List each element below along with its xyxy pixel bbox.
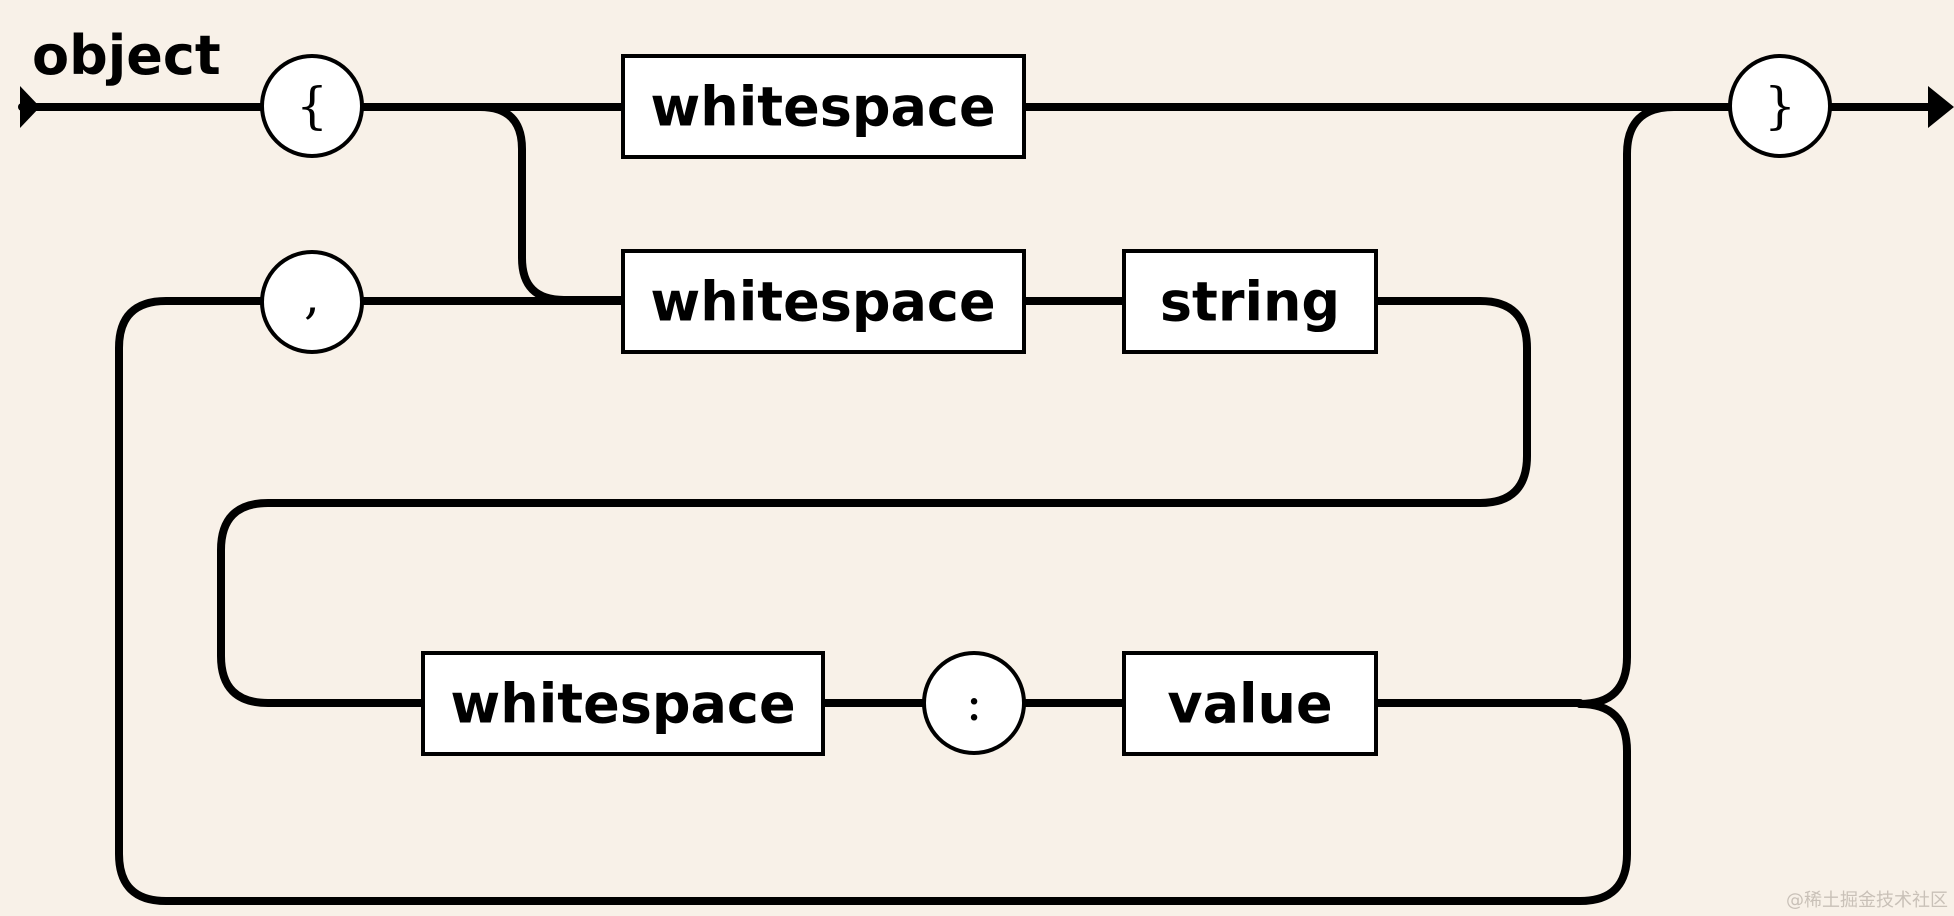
- exit-arrow: [1928, 86, 1954, 128]
- wire-value-loop: [115, 297, 1631, 905]
- close-brace-label: }: [1764, 77, 1796, 135]
- watermark: @稀土掘金技术社区: [1786, 890, 1948, 911]
- value-node: value: [1122, 651, 1378, 756]
- diagram-title: object: [32, 24, 221, 87]
- wire-value-up: [1576, 103, 1678, 708]
- wires: [18, 86, 1954, 905]
- open-brace-node: {: [260, 54, 364, 158]
- wire-branch-down: [476, 103, 627, 304]
- entry-arrow: [20, 86, 40, 128]
- whitespace-mid-label: whitespace: [650, 271, 995, 334]
- comma-node: ,: [260, 250, 364, 354]
- open-brace-label: {: [296, 77, 328, 135]
- colon-node: :: [922, 651, 1026, 755]
- value-label: value: [1167, 673, 1332, 736]
- close-brace-node: }: [1728, 54, 1832, 158]
- wire-string-loop: [217, 297, 1531, 707]
- colon-label: :: [966, 674, 983, 732]
- whitespace-top-label: whitespace: [650, 76, 995, 139]
- string-node: string: [1122, 249, 1378, 354]
- string-label: string: [1160, 271, 1340, 334]
- comma-label: ,: [304, 267, 320, 325]
- whitespace-top-node: whitespace: [621, 54, 1026, 159]
- whitespace-bottom-label: whitespace: [450, 673, 795, 736]
- whitespace-mid-node: whitespace: [621, 249, 1026, 354]
- whitespace-bottom-node: whitespace: [421, 651, 825, 756]
